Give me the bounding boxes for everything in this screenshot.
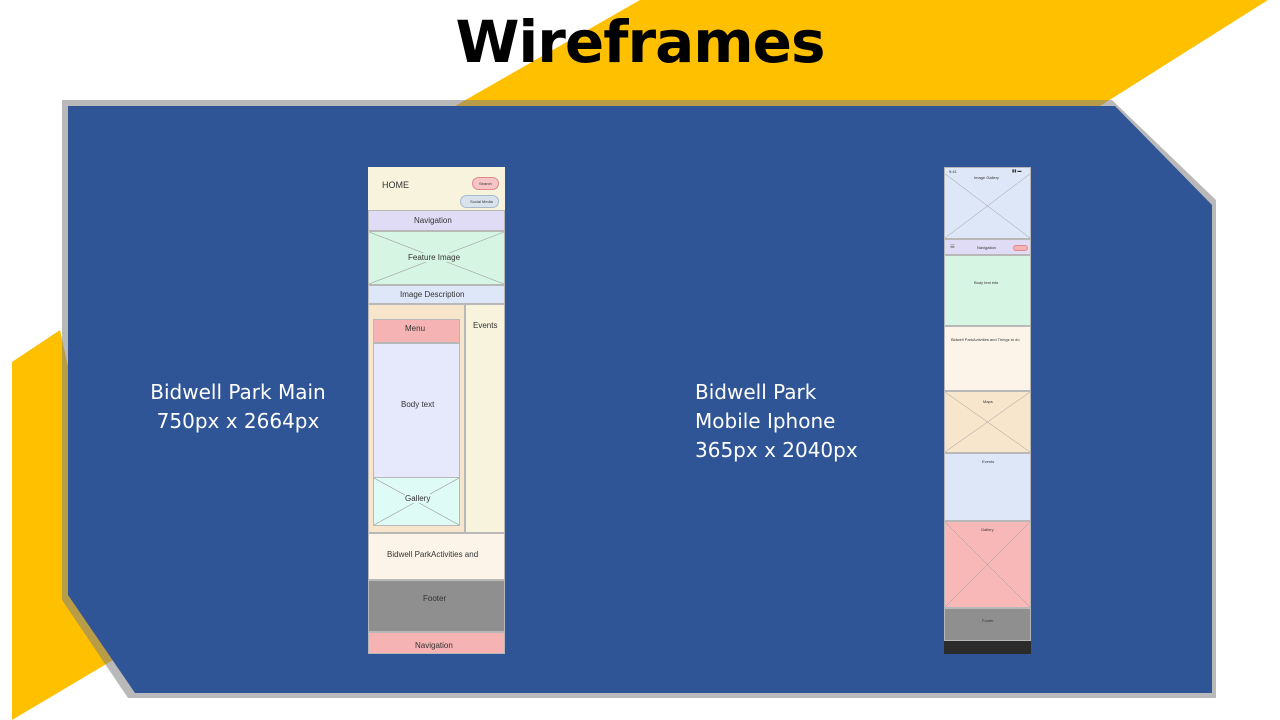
desktop-navigation-bottom-label: Navigation <box>415 641 453 650</box>
mobile-image-gallery: 9:41 ▮▮ ▬ Image Gallery <box>944 167 1031 239</box>
desktop-activities: Bidwell ParkActivities and <box>368 533 505 580</box>
desktop-search-button[interactable]: Search <box>472 177 499 190</box>
desktop-feature-image-label: Feature Image <box>408 253 461 262</box>
desktop-social-button[interactable]: Social Media <box>460 195 499 208</box>
mobile-activities: Bidwell ParkActivities and Things to do <box>944 326 1031 391</box>
mobile-caption: Bidwell Park Mobile Iphone 365px x 2040p… <box>695 378 895 465</box>
desktop-body-text: Body text <box>373 343 460 479</box>
mobile-events-label: Events <box>982 459 995 464</box>
image-placeholder-icon <box>945 522 1030 607</box>
desktop-footer-label: Footer <box>423 594 447 603</box>
desktop-events: Events <box>465 304 505 533</box>
image-placeholder-icon <box>945 392 1030 452</box>
mobile-footer: Footer <box>944 608 1031 641</box>
signal-battery-icon: ▮▮ ▬ <box>1012 168 1022 173</box>
desktop-image-description-label: Image Description <box>400 290 465 299</box>
desktop-feature-image: Feature Image <box>368 231 505 285</box>
desktop-gallery-label: Gallery <box>405 494 431 503</box>
desktop-activities-label: Bidwell ParkActivities and <box>387 550 479 559</box>
desktop-content-area: Menu Body text Gallery <box>368 304 465 533</box>
desktop-image-description: Image Description <box>368 285 505 304</box>
yellow-band-top <box>455 0 1268 106</box>
desktop-navigation-bottom: Navigation <box>368 632 505 654</box>
desktop-menu: Menu <box>373 319 460 343</box>
image-placeholder-icon <box>945 173 1030 238</box>
desktop-search-label: Search <box>479 181 492 186</box>
slide-title: Wireframes <box>455 8 825 76</box>
hamburger-menu-icon[interactable]: ≡ <box>950 242 955 251</box>
mobile-home-bar <box>944 641 1031 654</box>
mobile-maps: Maps <box>944 391 1031 453</box>
mobile-gallery: Gallery <box>944 521 1031 608</box>
desktop-gallery: Gallery <box>373 477 460 526</box>
mobile-navigation-label: Navigation <box>977 245 996 250</box>
desktop-header: HOME Search Social Media <box>368 167 505 210</box>
desktop-body-text-label: Body text <box>401 400 435 409</box>
desktop-social-label: Social Media <box>470 199 493 204</box>
mobile-caption-device: Mobile Iphone <box>695 409 836 433</box>
desktop-caption: Bidwell Park Main 750px x 2664px <box>140 378 336 436</box>
mobile-wireframe: 9:41 ▮▮ ▬ Image Gallery ≡ Navigation Bod… <box>944 167 1031 654</box>
blue-panel <box>68 106 1212 693</box>
mobile-status-time: 9:41 <box>949 169 957 174</box>
mobile-body-text-label: Body text info <box>974 280 999 285</box>
desktop-events-label: Events <box>473 321 498 330</box>
desktop-footer: Footer <box>368 580 505 632</box>
desktop-menu-label: Menu <box>405 324 426 333</box>
mobile-image-gallery-label: Image Gallery <box>974 175 999 180</box>
mobile-navigation: ≡ Navigation <box>944 239 1031 255</box>
desktop-caption-name: Bidwell Park Main <box>150 380 326 404</box>
desktop-navigation-top: Navigation <box>368 210 505 231</box>
mobile-caption-size: 365px x 2040px <box>695 438 858 462</box>
desktop-home-label: HOME <box>382 180 409 190</box>
mobile-body-text: Body text info <box>944 255 1031 326</box>
mobile-events: Events <box>944 453 1031 521</box>
mobile-gallery-label: Gallery <box>981 527 994 532</box>
mobile-footer-label: Footer <box>982 618 994 623</box>
mobile-activities-label: Bidwell ParkActivities and Things to do <box>951 337 1020 342</box>
desktop-wireframe: HOME Search Social Media Navigation Feat… <box>368 167 505 654</box>
mobile-caption-name: Bidwell Park <box>695 380 817 404</box>
desktop-caption-size: 750px x 2664px <box>156 409 320 433</box>
desktop-navigation-top-label: Navigation <box>414 216 452 225</box>
mobile-search-pill[interactable] <box>1013 245 1028 251</box>
mobile-maps-label: Maps <box>983 399 993 404</box>
